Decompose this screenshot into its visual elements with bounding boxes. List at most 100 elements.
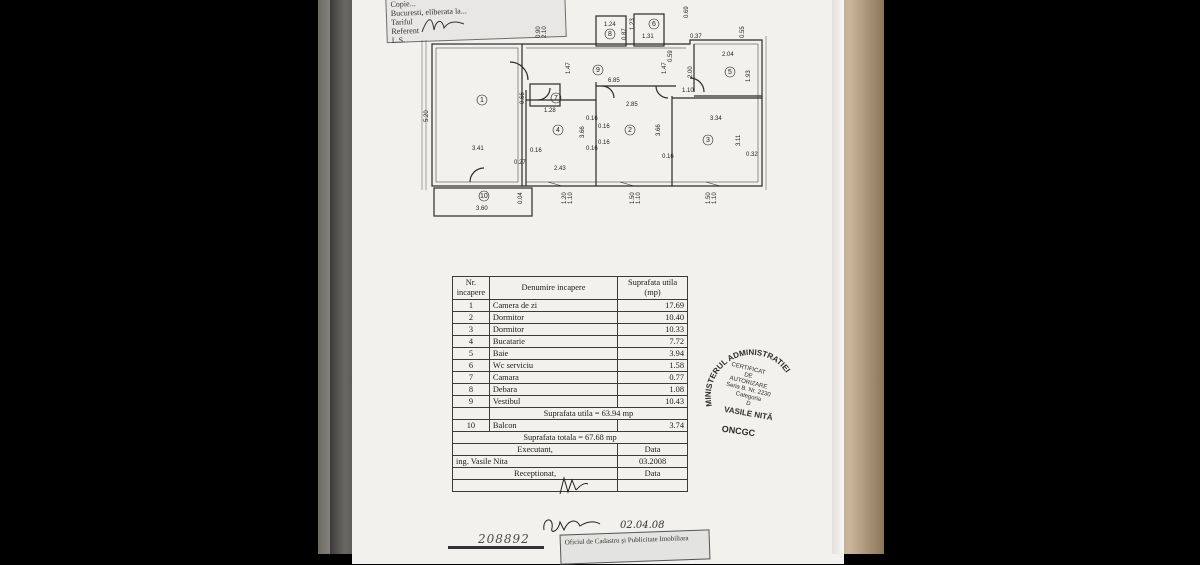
- dimension-label: 3.66: [580, 126, 586, 138]
- empty-cell: [452, 407, 490, 420]
- dimension-label: 1.31: [642, 34, 654, 40]
- row-area: 10.43: [617, 395, 688, 408]
- dimension-label: 0.87: [622, 28, 628, 40]
- bottom-stamp: Oficiul de Cadastru și Publicitate Imobi…: [559, 529, 711, 565]
- room-number-1: 1: [480, 97, 484, 104]
- row-area: 10.40: [617, 311, 688, 324]
- dimension-label: 3.60: [476, 206, 488, 212]
- dimension-label: 2.04: [722, 52, 734, 58]
- row-area: 10.33: [617, 323, 688, 336]
- row-name: Bucatarie: [488, 335, 619, 348]
- top-signature: [421, 19, 465, 33]
- room-number-4: 4: [556, 127, 560, 134]
- stamp-footer: ONCGC: [721, 424, 756, 439]
- dimension-label: 1.93: [746, 70, 752, 82]
- row-name: Baie: [488, 347, 619, 360]
- header-area: Suprafata utila (mp): [617, 276, 688, 300]
- row-nr: 2: [452, 311, 490, 324]
- dimension-label: 0.16: [586, 146, 598, 152]
- dimension-label: 0.66: [520, 92, 526, 104]
- row-area: 3.94: [617, 347, 688, 360]
- row-name: Camera de zi: [488, 299, 619, 312]
- row-nr: 10: [452, 419, 490, 432]
- sheet-edge: [832, 0, 844, 554]
- dimension-label: 0.16: [598, 140, 610, 146]
- row-area: 1.58: [617, 359, 688, 372]
- executant-label: Executant,: [451, 443, 619, 456]
- dimension-label: 1.50: [630, 192, 636, 204]
- dimension-label: 1.28: [544, 108, 556, 114]
- subtotal-text: Suprafata utila = 63.94 mp: [488, 407, 689, 420]
- executant-name: ing. Vasile Nita: [451, 455, 619, 468]
- receptionist-signature: [543, 519, 601, 532]
- row-name: Balcon: [488, 419, 619, 432]
- empty-cell: [451, 479, 619, 492]
- row-name: Debara: [488, 383, 619, 396]
- receptionist-label-row: Receptionat, Data: [451, 467, 688, 480]
- table-row: 8 Debara 1.08: [452, 383, 688, 396]
- executant-signature: [559, 476, 589, 495]
- dimension-label: 3.34: [710, 116, 722, 122]
- row-nr: 7: [452, 371, 490, 384]
- row-area: 7.72: [617, 335, 688, 348]
- row-nr: 9: [452, 395, 490, 408]
- dimension-label: 0.04: [518, 192, 524, 204]
- row-name: Wc serviciu: [488, 359, 619, 372]
- floor-plan: 1 2 3 4 5 6 7 8 9 10 5.20 3.41 3.60 0.66…: [421, 6, 767, 217]
- dimension-label: 6.85: [608, 78, 620, 84]
- dimension-label: 3.11: [736, 134, 742, 146]
- room-number-2: 2: [628, 127, 632, 134]
- dimension-label: 5.20: [424, 110, 430, 122]
- room-number-9: 9: [596, 67, 600, 74]
- rooms-table: Nr. incapere Denumire incapere Suprafata…: [451, 276, 689, 492]
- dimension-label: 0.16: [586, 116, 598, 122]
- subtotal-row: Suprafata utila = 63.94 mp: [452, 407, 689, 420]
- dimension-label: 0.16: [662, 154, 674, 160]
- row-area: 0.77: [617, 371, 688, 384]
- row-area: 17.69: [617, 299, 688, 312]
- row-name: Dormitor: [488, 323, 619, 336]
- room-number-6: 6: [652, 21, 656, 28]
- empty-cell: [617, 479, 688, 492]
- table-row: 6 Wc serviciu 1.58: [452, 359, 688, 372]
- row-nr: 4: [452, 335, 490, 348]
- row-nr: 6: [452, 359, 490, 372]
- table-row: 1 Camera de zi 17.69: [452, 299, 688, 312]
- dimension-label: 1.20: [562, 192, 568, 204]
- dimension-label: 0.16: [598, 124, 610, 130]
- table-row: 2 Dormitor 10.40: [452, 311, 688, 324]
- bottom-rule: [448, 546, 544, 549]
- table-header-row: Nr. incapere Denumire incapere Suprafata…: [452, 276, 688, 300]
- row-name: Dormitor: [488, 311, 619, 324]
- dimension-label: 3.66: [656, 124, 662, 136]
- table-row: 9 Vestibul 10.43: [452, 395, 688, 408]
- row-nr: 1: [452, 299, 490, 312]
- official-round-stamp: MINISTERUL ADMINISTRATIEI CERTIFICAT DE …: [704, 348, 792, 439]
- dimension-label: 1.10: [636, 192, 642, 204]
- dimension-label: 2.10: [542, 26, 548, 38]
- handwritten-number: 208892: [478, 532, 530, 546]
- executant-row: ing. Vasile Nita 03.2008: [451, 455, 688, 468]
- table-row: 5 Baie 3.94: [452, 347, 688, 360]
- dimension-label: 0.16: [530, 148, 542, 154]
- dimension-label: 3.41: [472, 146, 484, 152]
- row-name: Camara: [488, 371, 619, 384]
- room-number-3: 3: [706, 137, 710, 144]
- row-area: 3.74: [617, 419, 688, 432]
- dimension-label: 0.69: [684, 6, 690, 18]
- stamp-name: VASILE NITĂ: [723, 405, 773, 422]
- dimension-label: 0.55: [740, 26, 746, 38]
- dimension-label: 1.10: [568, 192, 574, 204]
- executant-label-row: Executant, Data: [451, 443, 688, 456]
- dimension-label: 1.23: [630, 18, 636, 30]
- dimension-label: 0.37: [690, 34, 702, 40]
- room-number-5: 5: [728, 69, 732, 76]
- table-row: 4 Bucatarie 7.72: [452, 335, 688, 348]
- dimension-label: 1.10: [712, 192, 718, 204]
- stamp-line: D: [745, 401, 751, 408]
- dimension-label: 0.32: [746, 152, 758, 158]
- dimension-label: 1.10: [682, 88, 694, 94]
- table-row: 10 Balcon 3.74: [452, 419, 688, 432]
- row-name: Vestibul: [488, 395, 619, 408]
- row-nr: 8: [452, 383, 490, 396]
